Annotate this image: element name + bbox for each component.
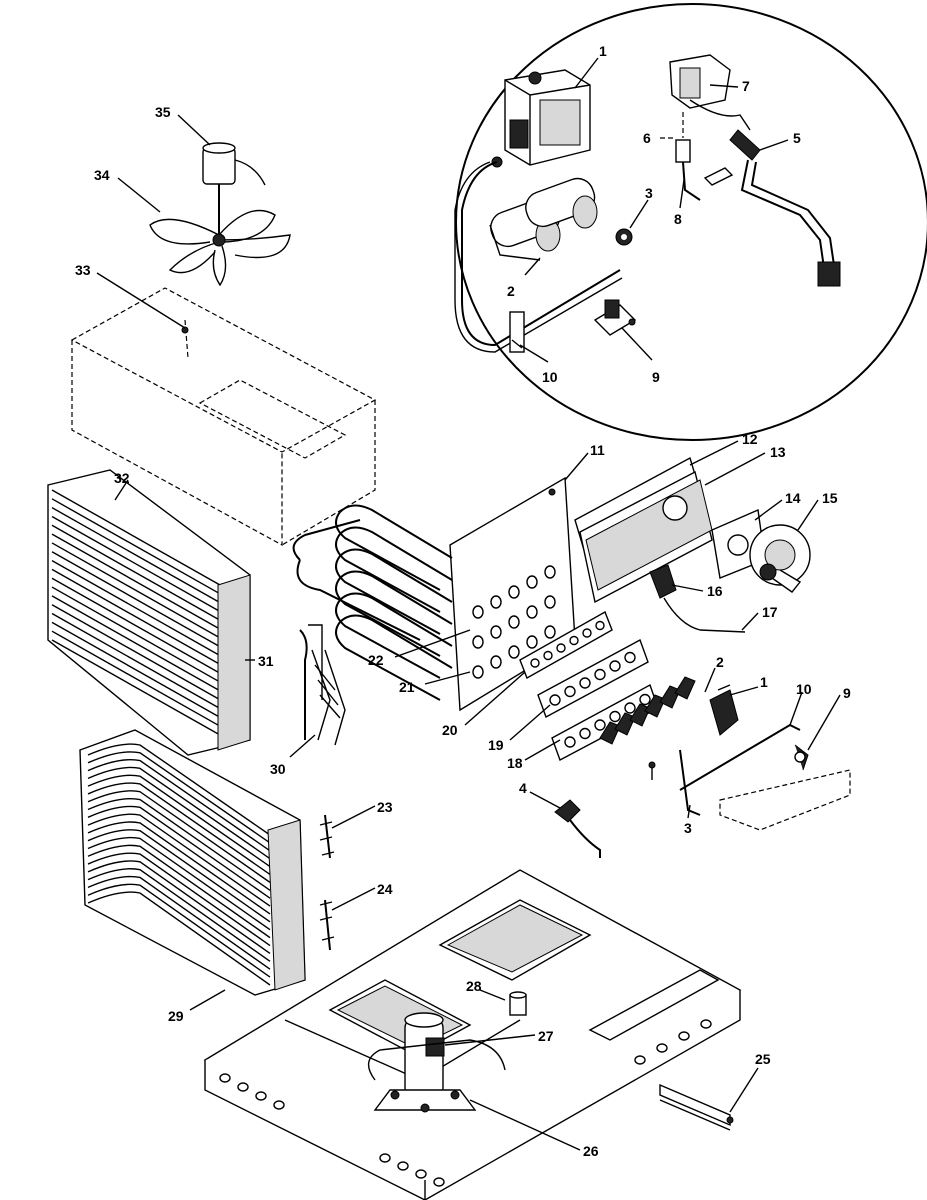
callout-labels: 1 7 6 5 3 8 2 10 9 35 34 33 11 12 13 14 … [75,43,851,1159]
igniter-assembly [703,129,841,287]
callout-5: 5 [793,130,801,146]
callout-8: 8 [674,211,682,227]
callout-33: 33 [75,262,91,278]
callout-31: 31 [258,653,274,669]
callout-26: 26 [583,1143,599,1159]
support-rail [659,1083,734,1131]
callout-13: 13 [770,444,786,460]
gas-manifold-pipe [679,723,851,831]
callout-35: 35 [155,104,171,120]
callout-14: 14 [785,490,801,506]
callout-22: 22 [368,652,384,668]
burner-row [599,676,696,745]
gas-valve-small [709,684,739,736]
callout-9: 9 [652,369,660,385]
coil-brackets [319,814,335,951]
small-cylinder [509,991,527,1016]
callout-20: 20 [442,722,458,738]
indoor-coil [79,729,306,996]
callout-29: 29 [168,1008,184,1024]
small-screw [648,761,656,780]
small-fitting [615,228,633,246]
coil-fins [51,489,221,736]
burner-panel [519,610,659,761]
callout-3b: 3 [684,820,692,836]
outdoor-coil [47,469,251,756]
callout-23: 23 [377,799,393,815]
callout-34: 34 [94,167,110,183]
heat-exchanger-ports [472,565,556,679]
limit-switch [593,299,637,336]
pressure-switch [669,54,751,131]
callout-10b: 10 [796,681,812,697]
leader-lines [96,57,841,1151]
callout-16: 16 [707,583,723,599]
callout-15: 15 [822,490,838,506]
callout-3: 3 [645,185,653,201]
callout-2b: 2 [716,654,724,670]
capacitor-assembly [489,177,598,261]
callout-1b: 1 [760,674,768,690]
burner-holes [530,620,651,748]
gas-supply-pipe [461,161,621,347]
base-pan-holes [219,1019,712,1187]
callout-25: 25 [755,1051,771,1067]
callout-17: 17 [762,604,778,620]
callout-32: 32 [114,470,130,486]
callout-2: 2 [507,283,515,299]
callout-28: 28 [466,978,482,994]
igniter-small [554,799,601,858]
condenser-fan-blade [149,209,291,287]
indoor-coil-fins [87,743,271,986]
heat-exchanger-tubes [292,504,453,701]
callout-1: 1 [599,43,607,59]
callout-10: 10 [542,369,558,385]
callout-30: 30 [270,761,286,777]
collector-box [574,456,713,604]
pressure-switch-hose [649,564,746,633]
condenser-fan-motor [202,142,266,240]
callout-27: 27 [538,1028,554,1044]
callout-19: 19 [488,737,504,753]
callout-12: 12 [742,431,758,447]
callout-4: 4 [519,780,527,796]
callout-7: 7 [742,78,750,94]
callout-24: 24 [377,881,393,897]
callout-11: 11 [590,442,605,458]
callout-21: 21 [399,679,415,695]
callout-18: 18 [507,755,523,771]
top-cover-outline [70,287,377,547]
flame-sensor [675,112,701,201]
gas-valve [491,69,591,168]
compressor [367,1012,506,1113]
capillary-assembly [299,624,346,746]
inducer-blower [749,524,811,593]
callout-9b: 9 [843,685,851,701]
mounting-bracket [509,311,525,353]
callout-6: 6 [643,130,651,146]
detail-inset-circle [455,3,927,441]
